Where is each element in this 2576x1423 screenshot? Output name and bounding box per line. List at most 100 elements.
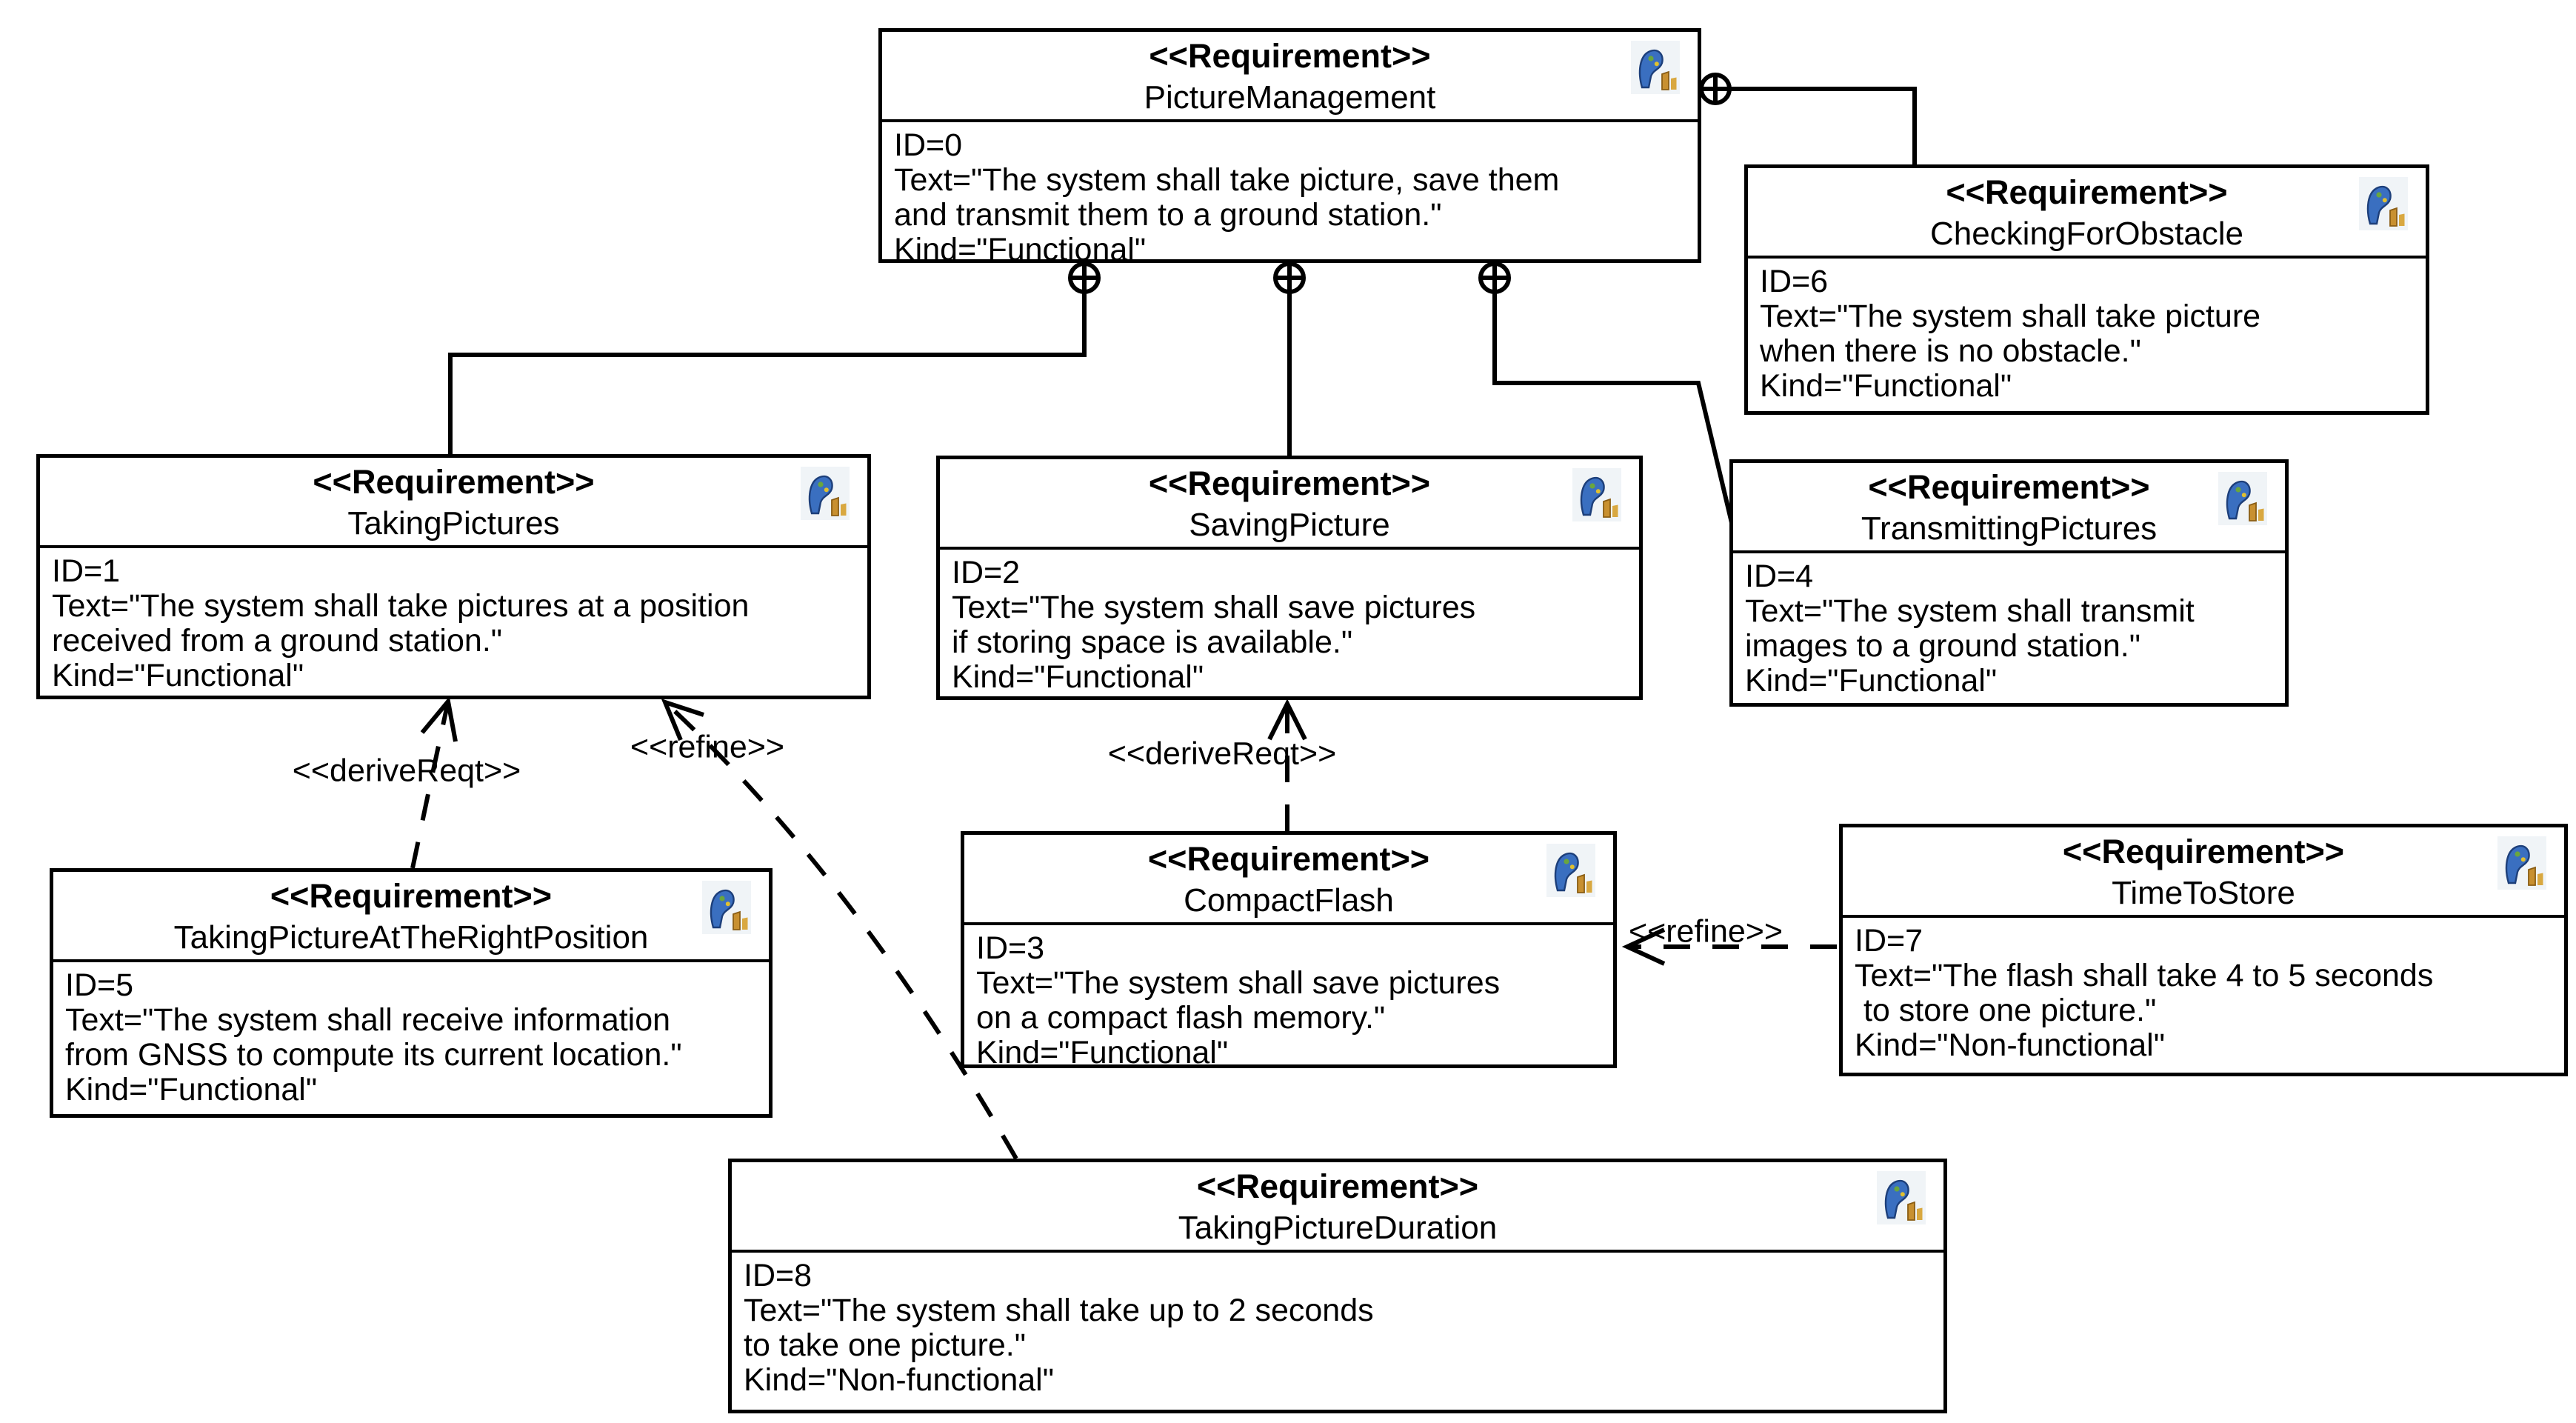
requirement-node-checkingforobstacle[interactable]: <<Requirement>> CheckingForObstacle ID=6…	[1744, 164, 2429, 415]
edge-label-refine: <<refine>>	[630, 729, 785, 765]
containment-edge-transmittingpictures	[1492, 292, 1735, 530]
stereotype-label: <<Requirement>>	[1149, 37, 1431, 75]
text-line: to store one picture."	[1855, 993, 2157, 1028]
node-header: <<Requirement>> CheckingForObstacle	[1748, 168, 2426, 259]
requirement-node-takingpictures[interactable]: <<Requirement>> TakingPictures ID=1 Text…	[36, 454, 871, 699]
requirement-name: TransmittingPictures	[1861, 510, 2158, 547]
requirement-icon	[2359, 177, 2408, 230]
id-line: ID=5	[65, 967, 134, 1003]
refine-edge-takingpictureduration	[663, 700, 1018, 1160]
edge-label-refine: <<refine>>	[1628, 913, 1783, 950]
requirement-icon	[1877, 1171, 1926, 1224]
node-header: <<Requirement>> TakingPictures	[40, 458, 867, 548]
text-line: Text="The system shall take picture, sav…	[894, 162, 1560, 198]
requirement-name: SavingPicture	[1189, 507, 1390, 543]
text-line: Text="The system shall take pictures at …	[52, 588, 750, 624]
containment-circle-plus-icon	[1273, 261, 1306, 294]
requirement-icon	[1572, 468, 1621, 521]
text-line: on a compact flash memory."	[976, 1000, 1386, 1036]
requirement-node-timetostore[interactable]: <<Requirement>> TimeToStore ID=7 Text="T…	[1839, 824, 2568, 1076]
requirement-name: TakingPictures	[347, 505, 560, 541]
kind-line: Kind="Functional"	[1760, 368, 2012, 404]
requirement-icon	[2497, 836, 2546, 890]
containment-circle-plus-icon	[1699, 73, 1732, 105]
stereotype-label: <<Requirement>>	[270, 877, 553, 915]
containment-edge-checkingforobstacle	[1729, 87, 1917, 164]
stereotype-label: <<Requirement>>	[1868, 468, 2150, 506]
edge-label-derivereqt: <<deriveReqt>>	[292, 753, 521, 789]
text-line: and transmit them to a ground station."	[894, 197, 1442, 233]
id-line: ID=1	[52, 553, 121, 589]
text-line: Text="The system shall save pictures	[976, 965, 1501, 1001]
stereotype-label: <<Requirement>>	[1147, 840, 1430, 878]
node-body: ID=5 Text="The system shall receive info…	[53, 962, 769, 1107]
text-line: Text="The system shall transmit	[1745, 593, 2195, 629]
id-line: ID=8	[744, 1258, 812, 1293]
text-line: Text="The system shall take picture	[1760, 299, 2261, 334]
kind-line: Kind="Functional"	[52, 658, 304, 693]
requirement-node-compactflash[interactable]: <<Requirement>> CompactFlash ID=3 Text="…	[961, 831, 1617, 1070]
requirement-name: TakingPictureDuration	[1178, 1210, 1498, 1246]
stereotype-label: <<Requirement>>	[1196, 1167, 1479, 1205]
kind-line: Kind="Functional"	[952, 659, 1204, 695]
requirement-name: CompactFlash	[1184, 882, 1394, 919]
id-line: ID=4	[1745, 559, 1814, 594]
open-arrowhead	[1267, 699, 1307, 741]
text-line: images to a ground station."	[1745, 628, 2140, 664]
requirement-node-takingpictureattherightposition[interactable]: <<Requirement>> TakingPictureAtTheRightP…	[50, 868, 773, 1118]
requirement-icon	[702, 881, 751, 934]
text-line: if storing space is available."	[952, 624, 1353, 660]
text-line: received from a ground station."	[52, 623, 503, 659]
containment-circle-plus-icon	[1478, 261, 1511, 294]
text-line: to take one picture."	[744, 1327, 1026, 1363]
kind-line: Kind="Functional"	[1745, 663, 1998, 699]
requirement-icon	[1546, 844, 1595, 897]
id-line: ID=0	[894, 127, 963, 163]
node-body: ID=8 Text="The system shall take up to 2…	[732, 1253, 1943, 1398]
open-arrowhead	[661, 699, 704, 742]
requirement-node-transmittingpictures[interactable]: <<Requirement>> TransmittingPictures ID=…	[1729, 459, 2289, 707]
edge-label-derivereqt: <<deriveReqt>>	[1107, 736, 1337, 772]
text-line: Text="The system shall take up to 2 seco…	[744, 1293, 1374, 1328]
requirement-node-savingpicture[interactable]: <<Requirement>> SavingPicture ID=2 Text=…	[936, 456, 1643, 700]
requirement-name: TimeToStore	[2112, 875, 2295, 911]
node-body: ID=2 Text="The system shall save picture…	[940, 550, 1639, 695]
node-header: <<Requirement>> PictureManagement	[882, 32, 1698, 122]
requirement-node-takingpictureduration[interactable]: <<Requirement>> TakingPictureDuration ID…	[728, 1159, 1947, 1413]
stereotype-label: <<Requirement>>	[1148, 464, 1431, 502]
requirement-name: CheckingForObstacle	[1929, 216, 2244, 252]
text-line: when there is no obstacle."	[1760, 333, 2141, 369]
stereotype-label: <<Requirement>>	[2062, 833, 2345, 870]
node-header: <<Requirement>> CompactFlash	[964, 835, 1613, 925]
containment-edge-takingpictures	[448, 292, 1087, 454]
kind-line: Kind="Functional"	[65, 1072, 318, 1107]
node-body: ID=3 Text="The system shall save picture…	[964, 925, 1613, 1070]
node-body: ID=0 Text="The system shall take picture…	[882, 122, 1698, 267]
id-line: ID=2	[952, 555, 1021, 590]
requirement-node-picturemanagement[interactable]: <<Requirement>> PictureManagement ID=0 T…	[878, 28, 1701, 267]
kind-line: Kind="Functional"	[894, 232, 1147, 267]
node-header: <<Requirement>> TransmittingPictures	[1733, 463, 2285, 553]
stereotype-label: <<Requirement>>	[313, 463, 595, 501]
text-line: Text="The system shall save pictures	[952, 590, 1476, 625]
id-line: ID=3	[976, 930, 1045, 966]
text-line: Text="The flash shall take 4 to 5 second…	[1855, 958, 2434, 993]
node-header: <<Requirement>> SavingPicture	[940, 459, 1639, 550]
node-body: ID=7 Text="The flash shall take 4 to 5 s…	[1843, 918, 2564, 1063]
node-header: <<Requirement>> TimeToStore	[1843, 827, 2564, 918]
text-line: Text="The system shall receive informati…	[65, 1002, 671, 1038]
open-arrowhead	[1621, 927, 1666, 966]
kind-line: Kind="Functional"	[976, 1035, 1229, 1070]
node-body: ID=6 Text="The system shall take picture…	[1748, 259, 2426, 404]
kind-line: Kind="Non-functional"	[1855, 1027, 2165, 1063]
containment-circle-plus-icon	[1068, 261, 1101, 294]
stereotype-label: <<Requirement>>	[1946, 173, 2228, 211]
requirement-name: TakingPictureAtTheRightPosition	[173, 919, 649, 956]
node-body: ID=1 Text="The system shall take picture…	[40, 548, 867, 693]
kind-line: Kind="Non-functional"	[744, 1362, 1054, 1398]
open-arrowhead	[420, 696, 458, 742]
node-body: ID=4 Text="The system shall transmit ima…	[1733, 553, 2285, 699]
node-header: <<Requirement>> TakingPictureAtTheRightP…	[53, 872, 769, 962]
node-header: <<Requirement>> TakingPictureDuration	[732, 1162, 1943, 1253]
